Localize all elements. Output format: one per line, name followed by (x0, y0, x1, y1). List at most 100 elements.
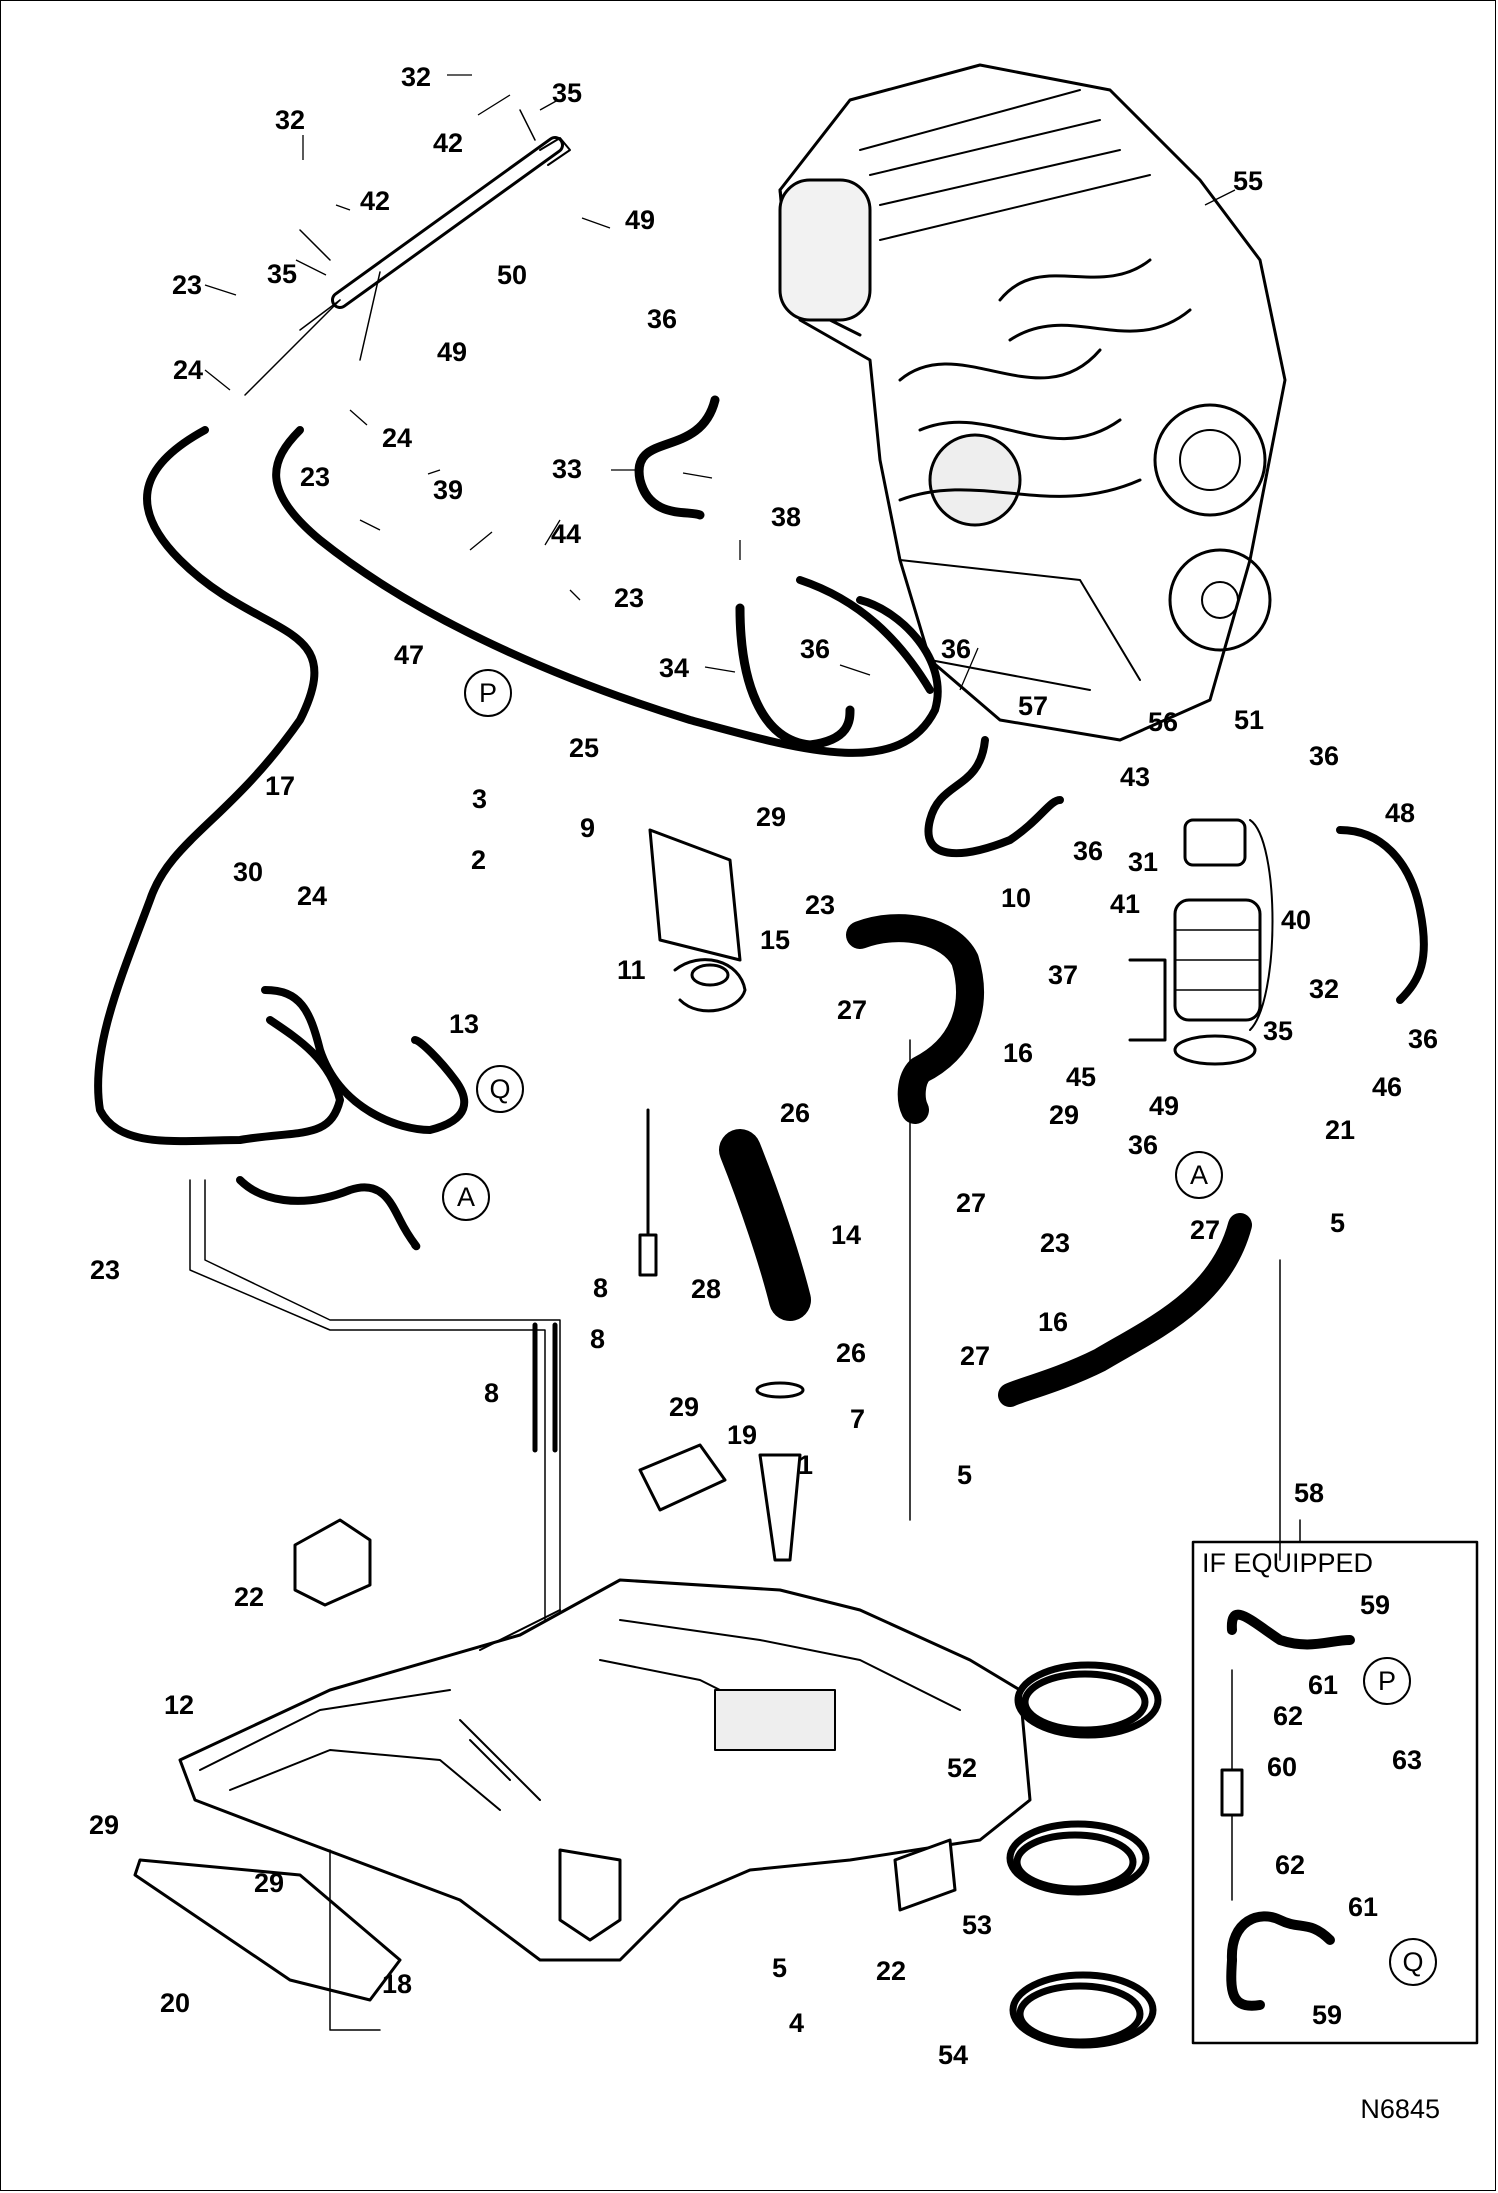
callout-13: 13 (449, 1009, 480, 1039)
callout-9: 9 (580, 813, 596, 843)
callout-41: 41 (1110, 889, 1141, 919)
block-22 (293, 1518, 957, 1912)
callout-61: 61 (1348, 1892, 1379, 1922)
callout-8: 8 (484, 1378, 500, 1408)
callout-21: 21 (1325, 1115, 1356, 1145)
callout-62: 62 (1275, 1850, 1306, 1880)
callout-23: 23 (614, 583, 645, 613)
callout-36: 36 (941, 634, 972, 664)
callout-35: 35 (552, 78, 583, 108)
callout-30: 30 (233, 857, 264, 887)
callout-31: 31 (1128, 847, 1159, 877)
callout-53: 53 (962, 1910, 993, 1940)
callout-38: 38 (771, 502, 802, 532)
callout-37: 37 (1048, 960, 1079, 990)
callout-16: 16 (1003, 1038, 1034, 1068)
callout-46: 46 (1372, 1072, 1403, 1102)
callout-24: 24 (382, 423, 413, 453)
callout-32: 32 (1309, 974, 1340, 1004)
coiled-hose-53 (1006, 1820, 1150, 1896)
ref-q-circle: Q (1389, 1938, 1437, 1986)
callout-5: 5 (957, 1460, 973, 1490)
fuel-tank (178, 1578, 1032, 1962)
callout-27: 27 (960, 1341, 991, 1371)
callout-36: 36 (1073, 836, 1104, 866)
callout-25: 25 (569, 733, 600, 763)
callout-14: 14 (831, 1220, 862, 1250)
hose-34 (735, 576, 934, 750)
callout-39: 39 (433, 475, 464, 505)
callout-8: 8 (593, 1273, 609, 1303)
callout-2: 2 (471, 845, 487, 875)
callout-33: 33 (552, 454, 583, 484)
callout-3: 3 (472, 784, 488, 814)
callout-62: 62 (1273, 1701, 1304, 1731)
callout-8: 8 (590, 1324, 606, 1354)
hose-13 (236, 986, 469, 1251)
sender-unit (189, 1039, 1281, 1721)
ref-a-circle: A (442, 1173, 490, 1221)
inset-panel (1191, 1519, 1479, 2045)
callout-27: 27 (956, 1188, 987, 1218)
callout-55: 55 (1233, 166, 1264, 196)
callout-29: 29 (1049, 1100, 1080, 1130)
shield-19 (638, 1443, 727, 1512)
callout-15: 15 (760, 925, 791, 955)
ref-q-circle: Q (476, 1065, 524, 1113)
callout-4: 4 (789, 2008, 805, 2038)
callout-35: 35 (1263, 1016, 1294, 1046)
callout-29: 29 (756, 802, 787, 832)
callout-61: 61 (1308, 1670, 1339, 1700)
callout-17: 17 (265, 771, 296, 801)
callout-59: 59 (1312, 2000, 1343, 2030)
tube-50 (244, 109, 571, 396)
filler-assembly (648, 828, 1252, 1562)
callout-63: 63 (1392, 1745, 1423, 1775)
callout-22: 22 (876, 1956, 907, 1986)
callout-24: 24 (173, 355, 204, 385)
callout-44: 44 (551, 519, 582, 549)
callout-40: 40 (1281, 905, 1312, 935)
callout-27: 27 (1190, 1215, 1221, 1245)
shield-20 (133, 1849, 402, 2031)
hose-33 (634, 395, 720, 520)
callout-23: 23 (172, 270, 203, 300)
callout-5: 5 (1330, 1208, 1346, 1238)
callout-18: 18 (382, 1969, 413, 1999)
callout-5: 5 (772, 1953, 788, 1983)
callout-57: 57 (1018, 691, 1049, 721)
inset-title: IF EQUIPPED (1202, 1548, 1374, 1578)
callout-48: 48 (1385, 798, 1416, 828)
callout-56: 56 (1148, 707, 1179, 737)
callout-23: 23 (90, 1255, 121, 1285)
callout-58: 58 (1294, 1478, 1325, 1508)
ref-p-circle: P (464, 669, 512, 717)
drawing-id: N6845 (1360, 2094, 1440, 2124)
callout-23: 23 (300, 462, 331, 492)
fuel-filter (1128, 818, 1274, 1066)
callout-59: 59 (1360, 1590, 1391, 1620)
callout-43: 43 (1120, 762, 1151, 792)
callout-26: 26 (836, 1338, 867, 1368)
callout-47: 47 (394, 640, 425, 670)
hose-47 (272, 426, 942, 757)
callout-27: 27 (837, 995, 868, 1025)
callout-19: 19 (727, 1420, 758, 1450)
engine-assembly (778, 63, 1287, 742)
callout-12: 12 (164, 1690, 195, 1720)
callout-20: 20 (160, 1988, 191, 2018)
callout-23: 23 (805, 890, 836, 920)
callout-1: 1 (798, 1450, 814, 1480)
callout-50: 50 (497, 260, 528, 290)
callout-24: 24 (297, 881, 328, 911)
callout-60: 60 (1267, 1752, 1298, 1782)
hose-10 (924, 736, 1064, 858)
callout-7: 7 (850, 1404, 866, 1434)
coiled-hose-52 (1014, 1661, 1162, 1739)
callout-42: 42 (433, 128, 464, 158)
coiled-hose-54 (1009, 1971, 1157, 2049)
callout-51: 51 (1234, 705, 1265, 735)
callout-32: 32 (401, 62, 432, 92)
callout-36: 36 (1408, 1024, 1439, 1054)
